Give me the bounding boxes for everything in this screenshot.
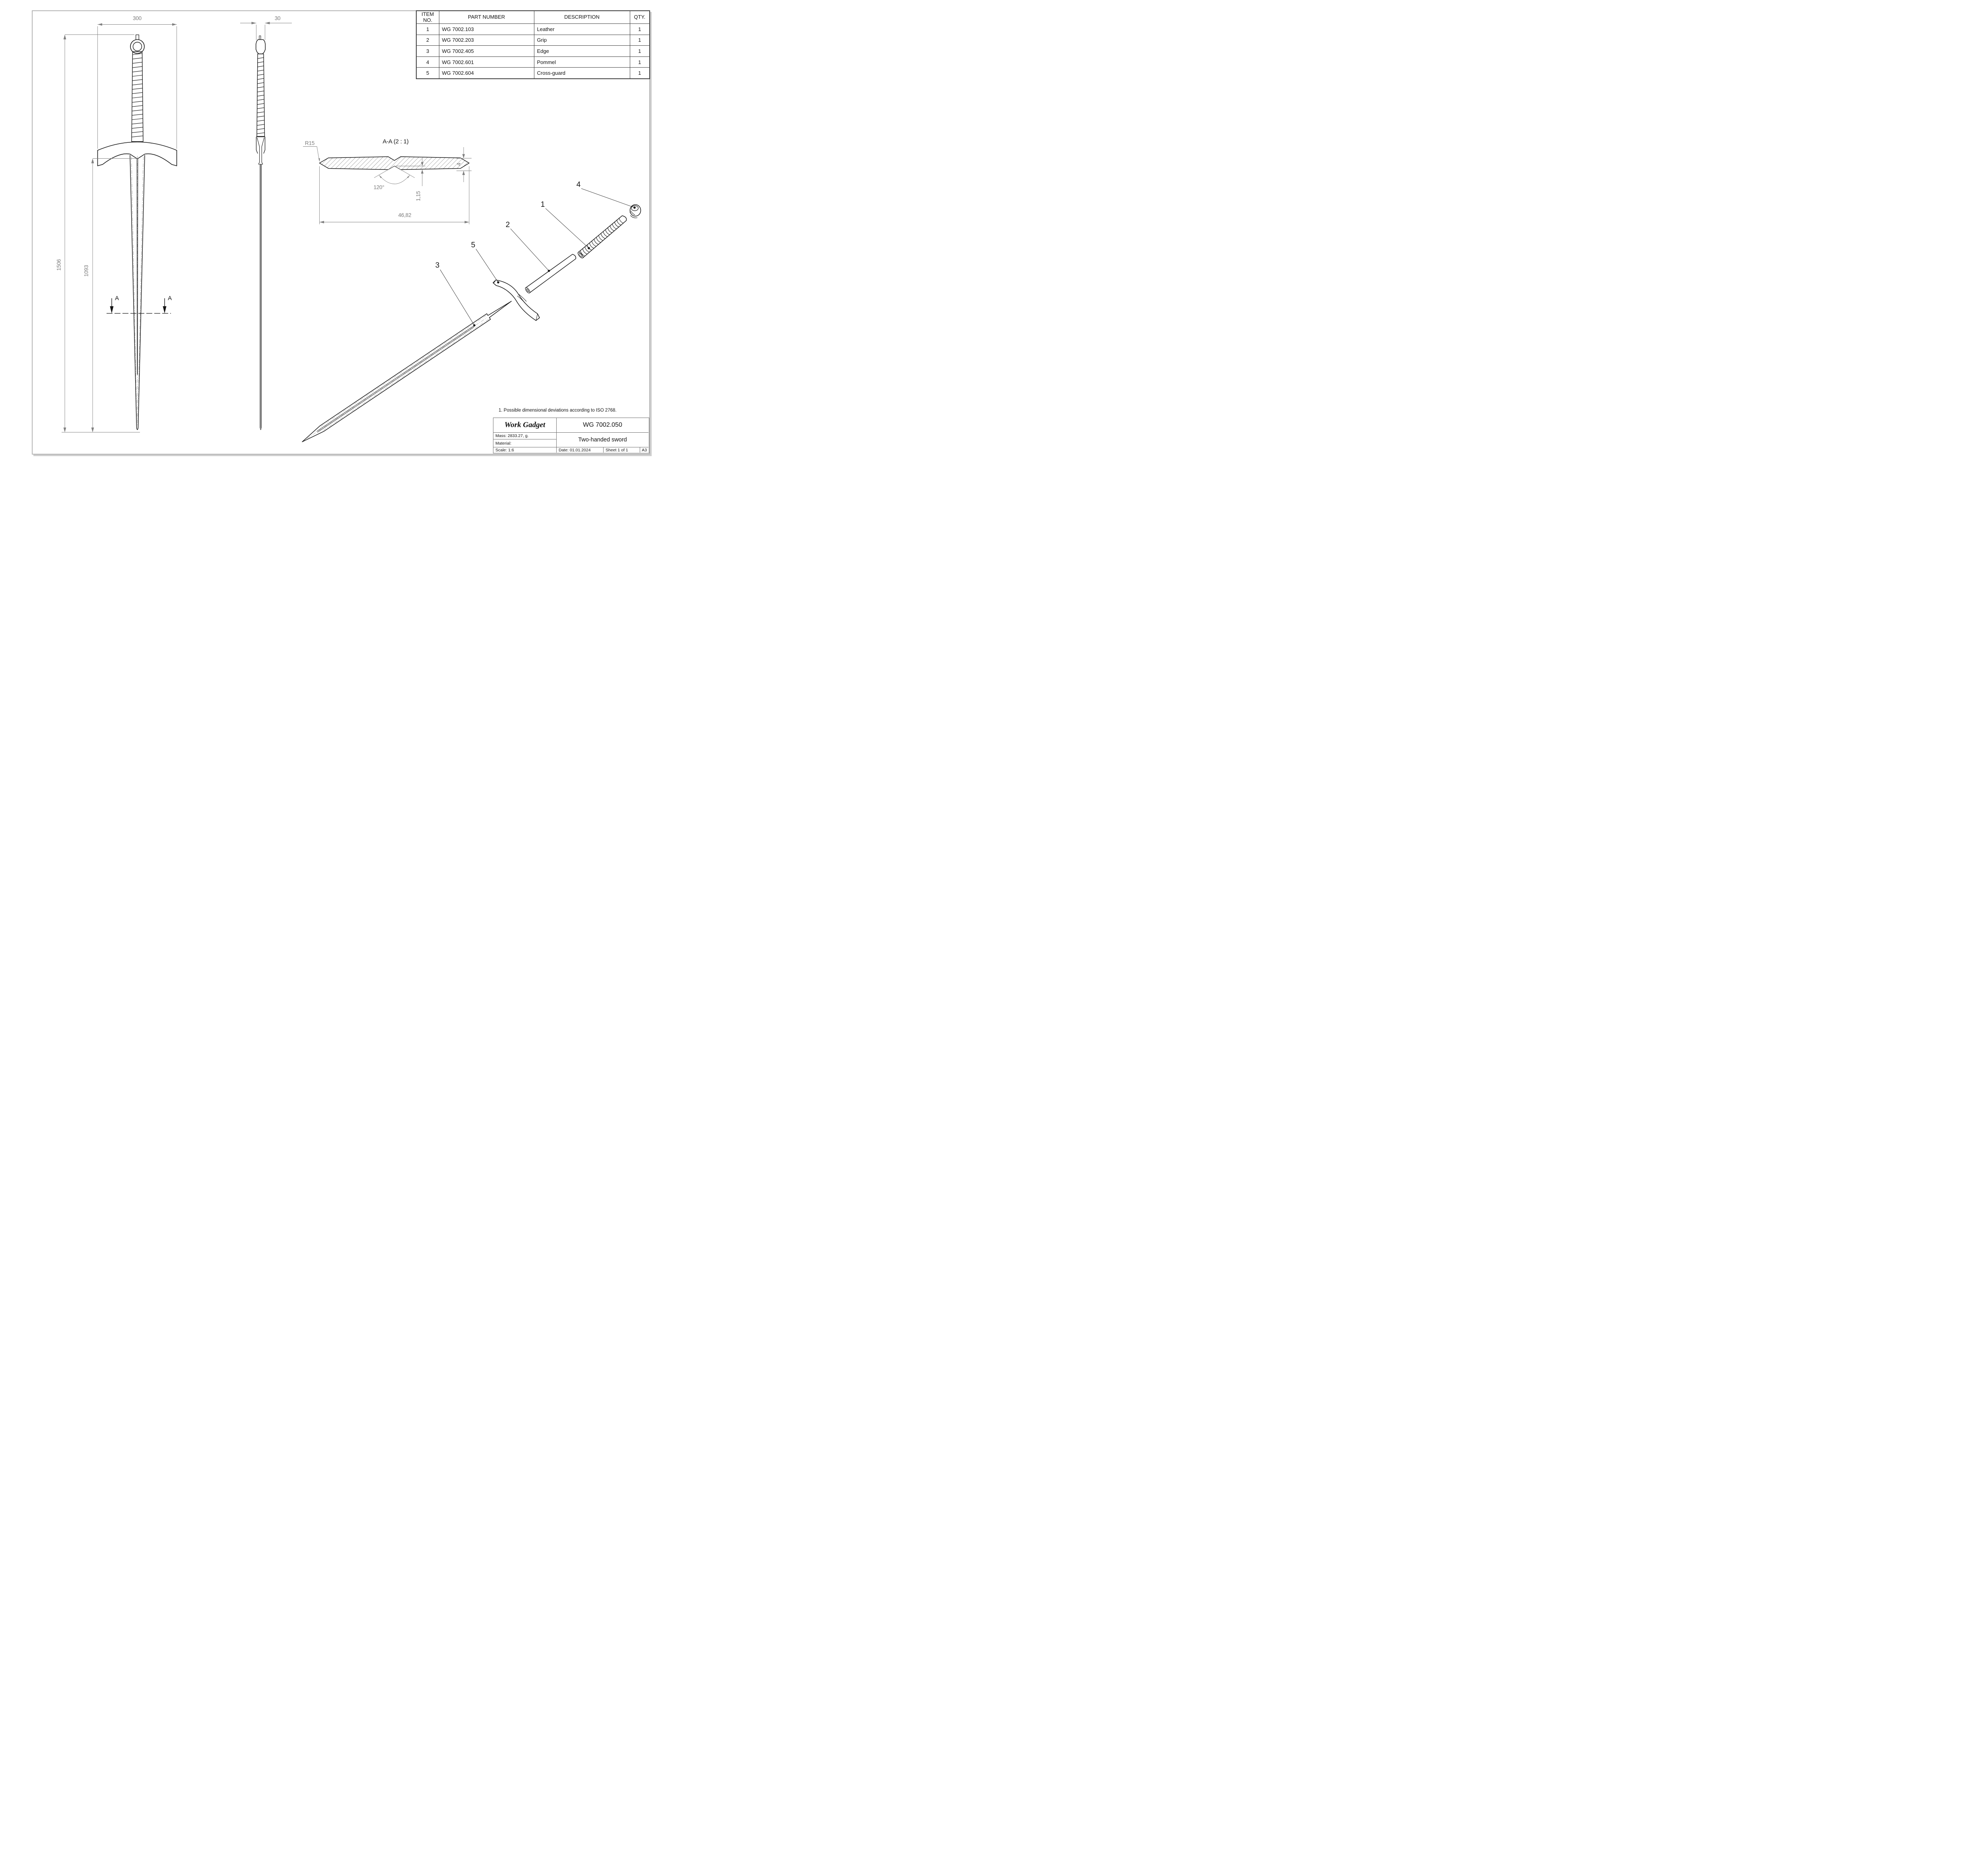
section-marker-left: A (115, 295, 119, 302)
callout-edge: 3 (435, 261, 440, 270)
cell-qty: 1 (629, 34, 650, 46)
cell-item: 1 (416, 23, 439, 35)
parts-table-header: ITEM NO. PART NUMBER DESCRIPTION QTY. (416, 10, 650, 24)
mass-field: Mass: 2833.27, g. (493, 433, 557, 439)
cell-part-number: WG 7002.405 (439, 45, 534, 57)
cell-description: Grip (534, 34, 630, 46)
balloon-leaders (440, 188, 636, 327)
dim-section-angle: 120° (373, 184, 384, 190)
parts-table: ITEM NO. PART NUMBER DESCRIPTION QTY. 1 … (416, 10, 650, 79)
callout-leather: 1 (540, 200, 545, 209)
header-description: DESCRIPTION (534, 10, 630, 24)
header-item: ITEM NO. (416, 10, 439, 24)
header-part-number: PART NUMBER (439, 10, 534, 24)
front-dimensions (62, 23, 177, 433)
cell-part-number: WG 7002.604 (439, 67, 534, 79)
drawing-number: WG 7002.050 (557, 418, 648, 433)
dim-overall-length: 1506 (56, 259, 62, 271)
paper-size-field: A3 (642, 447, 647, 453)
callout-grip: 2 (505, 221, 510, 229)
cell-item: 5 (416, 67, 439, 79)
date-field: Date: 01.01.2024 (557, 447, 604, 453)
cell-item: 3 (416, 45, 439, 57)
section-marker-right: A (168, 295, 172, 302)
table-row: 3 WG 7002.405 Edge 1 (416, 45, 650, 57)
dim-guard-width: 300 (133, 15, 142, 21)
material-field: Material: (493, 439, 557, 447)
sheet-field: Sheet 1 of 1 (604, 447, 640, 453)
dim-blade-length: 1093 (83, 265, 89, 277)
cell-part-number: WG 7002.601 (439, 56, 534, 68)
cell-qty: 1 (629, 45, 650, 57)
cell-qty: 1 (629, 67, 650, 79)
drawing-canvas (62, 21, 641, 442)
dim-blade-thickness: 4 (456, 163, 462, 166)
drawing-sheet: 300 30 1506 1093 A A A-A (2 : 1) R15 120… (0, 0, 658, 465)
cell-part-number: WG 7002.103 (439, 23, 534, 35)
cell-item: 2 (416, 34, 439, 46)
callout-pommel: 4 (576, 181, 581, 189)
section-dimensions (303, 146, 472, 224)
dim-pommel-width: 30 (274, 15, 281, 21)
side-dimensions (240, 21, 292, 40)
dim-edge-height: 1,15 (415, 191, 421, 201)
scale-field: Scale: 1:6 (493, 447, 557, 453)
table-row: 4 WG 7002.601 Pommel 1 (416, 56, 650, 68)
dim-section-radius: R15 (305, 140, 315, 146)
company-name: Work Gadget (493, 418, 557, 433)
title-block: Work Gadget WG 7002.050 Mass: 2833.27, g… (493, 418, 649, 453)
section-view (319, 156, 470, 170)
cell-description: Edge (534, 45, 630, 57)
dim-section-width: 46,82 (398, 212, 412, 218)
cell-description: Pommel (534, 56, 630, 68)
cell-qty: 1 (629, 56, 650, 68)
front-view (97, 34, 177, 430)
general-note: 1. Possible dimensional deviations accor… (499, 408, 617, 413)
cell-part-number: WG 7002.203 (439, 34, 534, 46)
section-title: A-A (2 : 1) (382, 138, 409, 145)
table-row: 2 WG 7002.203 Grip 1 (416, 34, 650, 46)
table-row: 5 WG 7002.604 Cross-guard 1 (416, 67, 650, 79)
callout-cross-guard: 5 (471, 241, 476, 249)
cell-description: Leather (534, 23, 630, 35)
sheet-frame (32, 10, 650, 455)
cell-qty: 1 (629, 23, 650, 35)
cell-item: 4 (416, 56, 439, 68)
header-qty: QTY. (629, 10, 650, 24)
side-view (255, 35, 266, 430)
cell-description: Cross-guard (534, 67, 630, 79)
drawing-title: Two-handed sword (557, 433, 648, 447)
table-row: 1 WG 7002.103 Leather 1 (416, 23, 650, 35)
